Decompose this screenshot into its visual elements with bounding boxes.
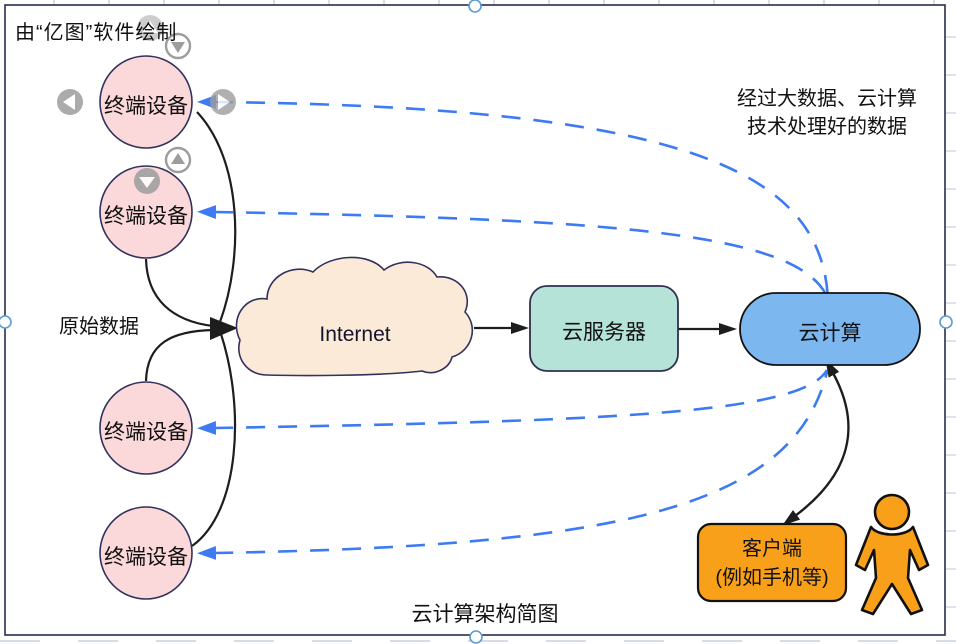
client-label-line1: 客户端 (742, 538, 802, 560)
cloud-computing-label: 云计算 (798, 322, 862, 345)
shape-terminal-device-2[interactable] (99, 165, 193, 259)
shape-internet-cloud[interactable] (235, 256, 474, 377)
processed-data-note-line2: 技术处理好的数据 (747, 116, 907, 138)
client-label-line2: (例如手机等) (715, 567, 829, 589)
dashed-arrow-computing-to-terminal1[interactable] (197, 95, 830, 300)
shape-terminal-device-4[interactable] (99, 506, 193, 600)
connector-computing-client-bidirectional[interactable] (782, 358, 850, 526)
selection-handle-right[interactable] (939, 315, 953, 329)
connector-terminal3-to-internet[interactable] (144, 328, 214, 382)
person-icon[interactable] (854, 493, 930, 616)
quick-arrow-down-icon[interactable] (134, 168, 160, 194)
terminal-device-4-label: 终端设备 (104, 546, 188, 569)
terminal-device-2-label: 终端设备 (104, 205, 188, 228)
cloud-server-label: 云服务器 (562, 321, 646, 344)
selection-handle-bottom[interactable] (469, 630, 483, 644)
connector-terminal2-to-internet[interactable] (144, 258, 214, 328)
processed-data-note: 经过大数据、云计算 技术处理好的数据 (697, 85, 956, 141)
internet-label: Internet (319, 323, 391, 346)
connector-terminal4-to-internet[interactable] (191, 333, 237, 547)
shape-terminal-device-1[interactable] (99, 55, 193, 149)
processed-data-note-line1: 经过大数据、云计算 (737, 88, 917, 110)
quick-buttons (57, 15, 236, 194)
selection-handle-top[interactable] (468, 0, 482, 13)
dashed-arrow-computing-to-terminal3[interactable] (197, 369, 829, 435)
client-label: 客户端 (例如手机等) (700, 535, 844, 593)
connector-terminal1-to-internet[interactable] (196, 111, 237, 323)
quick-arrow-down-outline-icon[interactable] (164, 32, 192, 60)
shape-cloud-computing[interactable] (739, 292, 921, 366)
shape-terminal-device-3[interactable] (99, 381, 193, 475)
edraw-watermark: 由“亿图”软件绘制 (15, 22, 178, 44)
terminal-device-1-label: 终端设备 (104, 95, 188, 118)
raw-data-label: 原始数据 (59, 316, 139, 338)
quick-arrow-left-icon[interactable] (57, 89, 83, 115)
selection-handle-left[interactable] (0, 315, 12, 329)
terminal-device-3-label: 终端设备 (104, 421, 188, 444)
quick-arrow-right-icon[interactable] (210, 89, 236, 115)
quick-arrow-up-icon[interactable] (137, 15, 163, 41)
shape-cloud-server[interactable] (529, 285, 679, 372)
shape-client[interactable] (696, 522, 848, 603)
quick-arrow-up-outline-icon[interactable] (164, 146, 192, 174)
diagram-caption: 云计算架构简图 (411, 603, 559, 626)
fan-arrowhead (210, 317, 238, 340)
dashed-arrow-computing-to-terminal2[interactable] (197, 205, 830, 300)
